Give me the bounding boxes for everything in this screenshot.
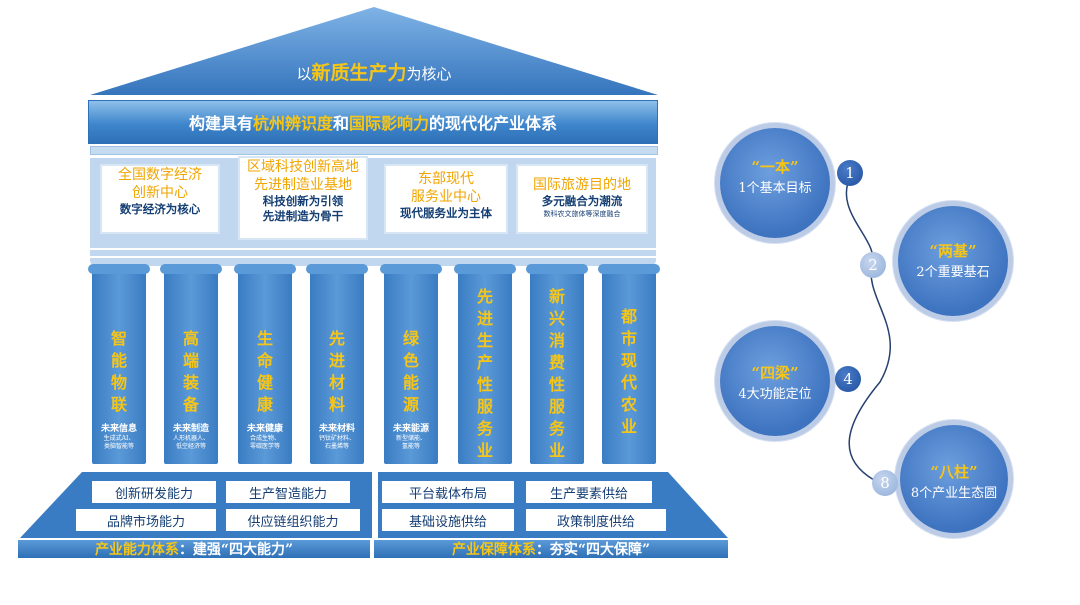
pillar-name: 生命健康: [256, 329, 273, 414]
pillar-name: 绿色能源: [402, 329, 419, 414]
pillar-note: 人形机器人、: [172, 435, 209, 442]
pillar-3: 生命健康 未来健康 合成生物、 零碳医学等: [234, 264, 296, 464]
capital-band: [90, 258, 656, 266]
pillar-7: 新兴消费性服务业: [526, 264, 588, 464]
guarantee-cell: 平台载体布局: [382, 481, 514, 503]
pillar-6: 先进生产性服务业: [454, 264, 516, 464]
pillar-note: 生成式AI、: [103, 435, 135, 442]
center-title: 创新中心: [132, 185, 188, 201]
pillar-sub: 未来能源: [392, 424, 429, 434]
goal-circle-1: “一本” 1个基本目标: [720, 128, 830, 238]
step-number-1: 1: [837, 160, 863, 186]
center-title: 国际旅游目的地: [533, 177, 631, 193]
pillar-1: 智能物联 未来信息 生成式AI、 类脑智能等: [88, 264, 150, 464]
center-subtitle: 多元融合为潮流: [541, 194, 623, 208]
pillar-2: 高端装备 未来制造 人形机器人、 低空经济等: [160, 264, 222, 464]
function-positions-panel: 全国数字经济 创新中心 数字经济为核心 区域科技创新高地 先进制造业基地 科技创…: [90, 158, 656, 248]
center-title: 东部现代: [418, 171, 474, 187]
step-number-4: 4: [835, 366, 861, 392]
goal-beam: 构建具有杭州辨识度和国际影响力的现代化产业体系: [88, 100, 658, 144]
pillar-5: 绿色能源 未来能源 新型储能、 氢能等: [380, 264, 442, 464]
center-title: 服务业中心: [411, 189, 481, 205]
circle-title: “两基”: [929, 242, 977, 260]
guarantee-cell: 政策制度供给: [526, 509, 666, 531]
center-subtitle: 科技创新为引领: [262, 194, 344, 208]
pillar-note: 零碳医学等: [249, 443, 280, 450]
circle-title: “一本”: [751, 158, 799, 176]
roof-triangle: [90, 7, 658, 95]
pillar-sub: 未来制造: [172, 424, 209, 434]
circle-desc: 8个产业生态圆: [910, 486, 998, 501]
pillar-sub: 未来健康: [246, 424, 283, 434]
step-number-8: 8: [872, 470, 898, 496]
pillar-note: 类脑智能等: [103, 443, 134, 450]
circle-title: “八柱”: [930, 463, 978, 481]
divider-band: [90, 250, 656, 256]
circle-desc: 2个重要基石: [916, 265, 990, 280]
circle-desc: 4大功能定位: [738, 387, 812, 402]
center-card-4: 国际旅游目的地 多元融合为潮流 数科农文旅体等深度融合: [518, 166, 646, 232]
center-title: 全国数字经济: [118, 167, 202, 183]
ability-cell: 品牌市场能力: [76, 509, 216, 531]
center-note: 数科农文旅体等深度融合: [543, 210, 621, 218]
pillar-name: 先进材料: [328, 329, 345, 414]
pillar-sub: 未来信息: [100, 424, 137, 434]
pillar-4: 先进材料 未来材料 钙钛矿材料、 石墨烯等: [306, 264, 368, 464]
footer-ability: 产业能力体系：建强“四大能力”: [18, 540, 370, 558]
pillar-name: 高端装备: [182, 329, 199, 414]
circle-title: “四梁”: [751, 364, 799, 382]
center-card-1: 全国数字经济 创新中心 数字经济为核心: [102, 166, 218, 232]
center-title: 先进制造业基地: [254, 177, 352, 193]
ability-cell: 供应链组织能力: [226, 509, 360, 531]
footer-guarantee: 产业保障体系：夯实“四大保障”: [374, 540, 728, 558]
pillar-note: 石墨烯等: [324, 443, 349, 450]
center-subtitle: 先进制造为骨干: [262, 209, 344, 223]
pillar-name: 新兴消费性服务业: [548, 287, 565, 460]
center-subtitle: 现代服务业为主体: [400, 206, 492, 220]
step-number-2: 2: [860, 252, 886, 278]
ability-cell: 生产智造能力: [226, 481, 350, 503]
pillar-note: 低空经济等: [175, 443, 206, 450]
center-card-2: 区域科技创新高地 先进制造业基地 科技创新为引领 先进制造为骨干: [240, 158, 366, 238]
center-subtitle: 数字经济为核心: [119, 202, 201, 216]
connector-curve: [845, 173, 891, 481]
circle-desc: 1个基本目标: [738, 181, 812, 196]
pillar-note: 钙钛矿材料、: [318, 435, 355, 442]
goal-circle-3: “四梁” 4大功能定位: [720, 326, 830, 436]
roof-title: 以新质生产力为核心: [296, 62, 452, 84]
pillar-note: 新型储能、: [395, 435, 426, 442]
guarantee-cell: 基础设施供给: [382, 509, 514, 531]
goal-circle-2: “两基” 2个重要基石: [898, 206, 1008, 316]
ability-cell: 创新研发能力: [92, 481, 216, 503]
center-title: 区域科技创新高地: [247, 159, 359, 175]
pillar-name: 智能物联: [110, 329, 127, 414]
pillar-name: 先进生产性服务业: [476, 287, 493, 460]
center-card-3: 东部现代 服务业中心 现代服务业为主体: [386, 166, 506, 232]
pillar-note: 氢能等: [401, 443, 420, 450]
divider-band: [90, 146, 658, 155]
guarantee-cell: 生产要素供给: [526, 481, 652, 503]
pillar-sub: 未来材料: [318, 424, 355, 434]
pillar-8: 都市现代农业: [598, 264, 660, 464]
pillar-note: 合成生物、: [249, 435, 280, 442]
pillar-name: 都市现代农业: [620, 307, 637, 436]
goal-circle-4: “八柱” 8个产业生态圆: [900, 425, 1008, 533]
